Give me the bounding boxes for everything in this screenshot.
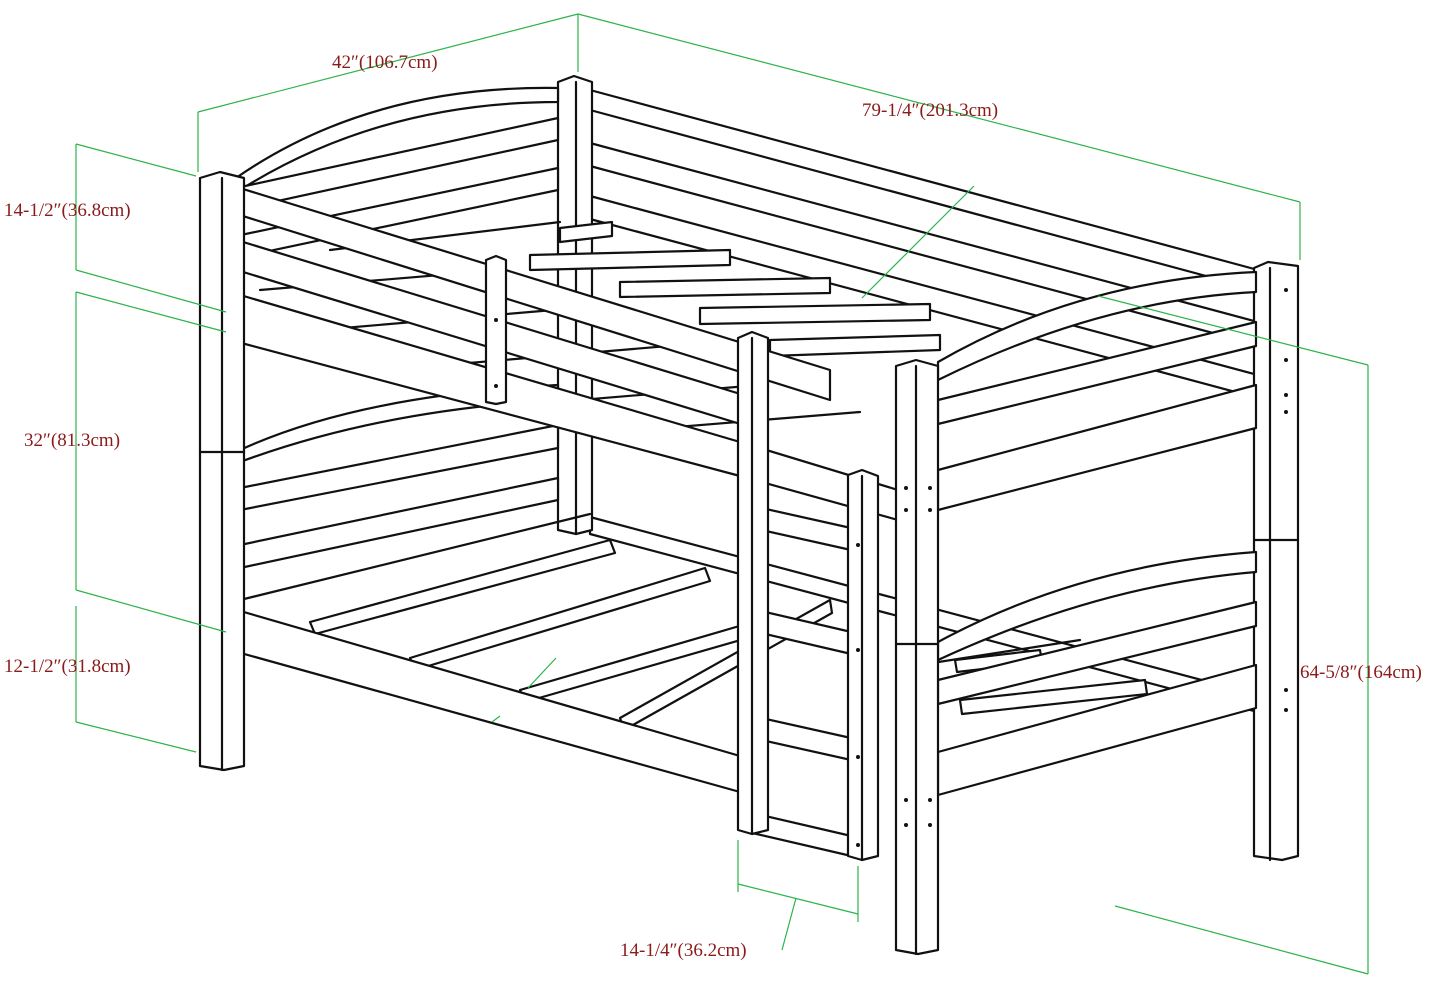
back-right-post <box>1252 260 1300 862</box>
ladder-width-label: 14-1/4″(36.2cm) <box>620 940 747 961</box>
width-label: 42″(106.7cm) <box>332 52 438 73</box>
bunk-clearance-label: 32″(81.3cm) <box>24 430 120 451</box>
guardrail-height-label: 14-1/2″(36.8cm) <box>4 200 131 221</box>
total-height-label: 64-5/8″(164cm) <box>1300 662 1422 683</box>
front-right-post <box>894 358 940 956</box>
dimension-lines <box>75 13 1369 975</box>
dimension-labels: 42″(106.7cm) 79-1/4″(201.3cm) 14-1/2″(36… <box>4 52 1422 961</box>
front-left-post <box>198 170 246 772</box>
guardrail-post <box>484 254 508 406</box>
length-label: 79-1/4″(201.3cm) <box>862 100 998 121</box>
floor-clearance-label: 12-1/2″(31.8cm) <box>4 656 131 677</box>
ladder <box>736 330 880 862</box>
